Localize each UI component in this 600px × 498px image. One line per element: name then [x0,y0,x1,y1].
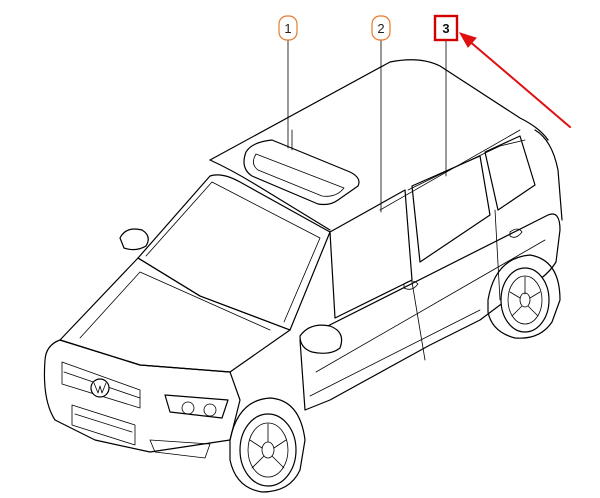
car-drawing [43,59,563,493]
callout-1-frame [278,15,298,41]
leader-lines [287,39,447,213]
callout-3-label: 3 [442,21,449,36]
callout-3-highlight-box [433,14,459,42]
arrowhead-icon [458,32,477,48]
callout-2[interactable]: 2 [371,15,391,41]
callout-2-frame [371,15,391,41]
red-pointer-arrow [458,32,571,128]
callout-3[interactable]: 3 [433,14,459,42]
callout-2-label: 2 [377,21,384,36]
callout-1-label: 1 [284,21,291,36]
arrow-shaft [467,39,571,128]
callout-1[interactable]: 1 [278,15,298,41]
